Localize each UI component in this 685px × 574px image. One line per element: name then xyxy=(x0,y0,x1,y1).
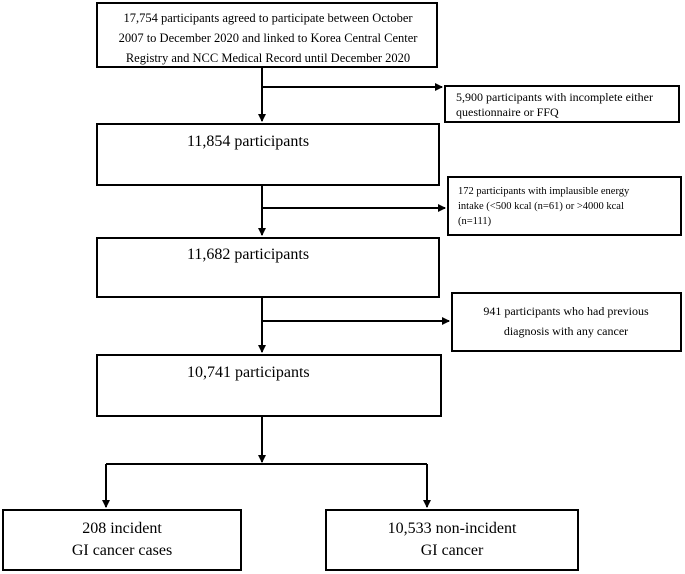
exclusion-box-incomplete-questionnaire: 5,900 participants with incomplete eithe… xyxy=(444,85,680,123)
enrollment-box: 17,754 participants agreed to participat… xyxy=(96,2,438,68)
step-3-label: 10,741 participants xyxy=(187,364,310,381)
exclusion-1-text: 5,900 participants with incomplete eithe… xyxy=(456,90,653,119)
participants-box-step-1: 11,854 participants xyxy=(96,123,440,186)
participants-box-step-3: 10,741 participants xyxy=(96,354,442,417)
exclusion-2-text: 172 participants with implausible energy… xyxy=(458,186,630,227)
enrollment-text: 17,754 participants agreed to participat… xyxy=(118,11,418,65)
participants-box-step-2: 11,682 participants xyxy=(96,237,440,298)
step-2-label: 11,682 participants xyxy=(187,246,310,263)
exclusion-box-implausible-energy: 172 participants with implausible energy… xyxy=(447,176,682,236)
step-1-label: 11,854 participants xyxy=(187,133,310,150)
